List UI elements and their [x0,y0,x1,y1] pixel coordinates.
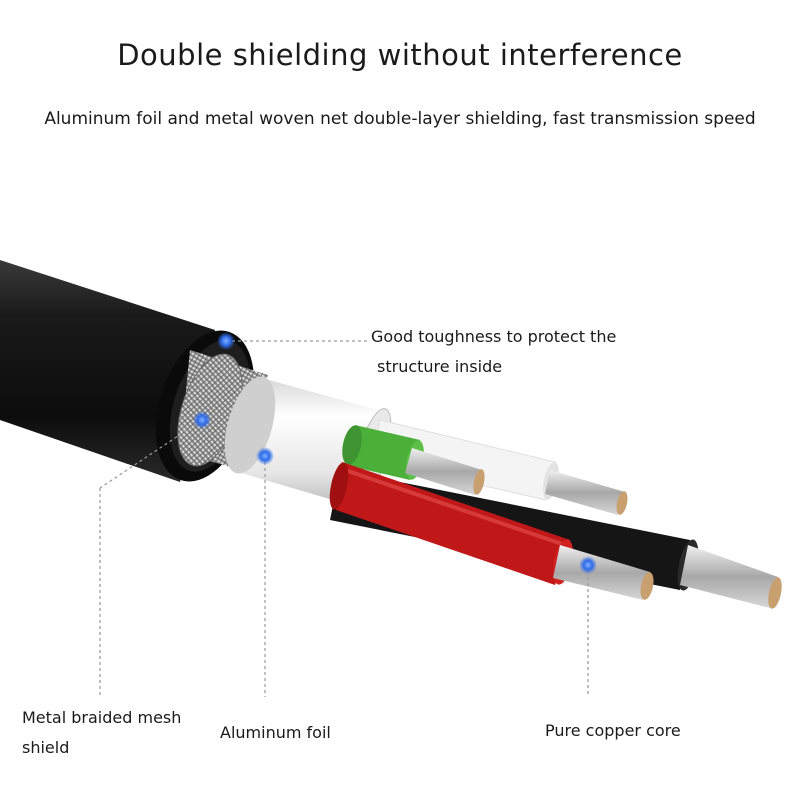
callout-mesh-line1: Metal braided mesh [22,708,182,727]
marker-dots [193,332,597,574]
wire-red [329,462,654,600]
page-subtitle: Aluminum foil and metal woven net double… [44,109,756,129]
callout-jacket: Good toughness to protect the structure … [371,322,616,382]
callout-jacket-line1: Good toughness to protect the [371,327,617,346]
callout-mesh: Metal braided mesh shield [22,703,181,763]
marker-foil [256,447,274,465]
callout-jacket-line2: structure inside [377,357,503,376]
wire-green [342,425,485,495]
marker-core [579,556,597,574]
page-title: Double shielding without interference [117,38,683,72]
callout-core: Pure copper core [545,721,681,740]
marker-mesh [193,411,211,429]
callout-foil: Aluminum foil [220,723,331,742]
callout-mesh-line2: shield [22,738,70,757]
leader-mesh [99,419,203,489]
marker-jacket [217,332,235,350]
